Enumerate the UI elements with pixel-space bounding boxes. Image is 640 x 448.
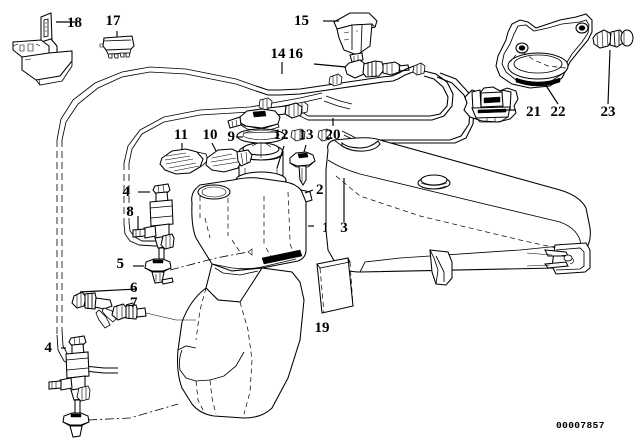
- leader-16: [313, 63, 347, 68]
- part-7-sensor-plug-connector: [111, 303, 147, 321]
- part-16-nozzle-check-valve: [344, 59, 426, 79]
- hose-coupling-a: [328, 73, 343, 87]
- callout-label-17: 17: [106, 13, 122, 29]
- leader-23: [607, 49, 611, 105]
- part-14-washer-hose-line: [56, 65, 475, 374]
- leader-6: [79, 288, 138, 293]
- part-22-nozzle-mounting-plate: [495, 13, 593, 89]
- callout-label-14: 14: [271, 46, 287, 62]
- callout-label-4-upper: 4: [123, 184, 131, 200]
- leader-22: [544, 83, 559, 105]
- callout-label-9: 9: [228, 129, 236, 145]
- callout-label-16: 16: [288, 46, 304, 62]
- callout-label-3: 3: [340, 220, 348, 236]
- callout-label-4-lower: 4: [45, 340, 53, 356]
- leader-7: [125, 302, 134, 306]
- part-15-washer-nozzle: [333, 12, 378, 63]
- callout-label-20: 20: [326, 127, 341, 143]
- leader-13: [303, 144, 307, 153]
- callout-label-15: 15: [294, 13, 309, 29]
- part-23-expanding-rivet: [592, 29, 634, 49]
- callout-label-5: 5: [117, 256, 125, 272]
- callout-label-11: 11: [174, 127, 188, 143]
- leader-2: [304, 189, 314, 194]
- leader-12: [276, 145, 285, 169]
- callout-label-18: 18: [67, 15, 82, 31]
- part-5-pump-grommet-seal: [144, 258, 174, 285]
- part-9-filler-neck-seal: [227, 108, 286, 144]
- part-3-reservoir-cover-panel: [325, 137, 591, 286]
- part-19-insulation-pad: [316, 257, 354, 314]
- part-10-filler-cap-flap: [205, 148, 253, 173]
- callout-label-13: 13: [299, 127, 314, 143]
- part-11-filler-cap-gasket: [159, 148, 209, 175]
- part-21-nozzle-retaining-clip: [463, 86, 519, 123]
- leader-10: [211, 142, 217, 152]
- callout-label-8: 8: [126, 204, 134, 220]
- callout-label-10: 10: [203, 127, 218, 143]
- part-18-mounting-bracket: [12, 12, 73, 86]
- callout-label-6: 6: [130, 280, 138, 296]
- leader-5-to-tank: [169, 248, 253, 271]
- callout-label-22: 22: [551, 104, 566, 120]
- hose-coupling-d: [290, 128, 306, 142]
- leader-7-to-tank: [145, 312, 196, 321]
- callout-label-21: 21: [526, 104, 541, 120]
- callout-label-19: 19: [315, 320, 330, 336]
- part-13-retaining-plug: [289, 151, 316, 187]
- part-1-washer-fluid-reservoir: [176, 177, 313, 419]
- diagram-watermark: 00007857: [556, 420, 605, 431]
- hose-coupling-e: [317, 128, 332, 142]
- callout-label-12: 12: [274, 127, 289, 143]
- part-4-washer-pump-lower: [48, 335, 91, 438]
- callout-label-7: 7: [130, 295, 138, 311]
- part-4-washer-pump-upper: [132, 183, 174, 267]
- part-17-hose-bracket-clip: [99, 35, 135, 59]
- callout-label-2: 2: [316, 182, 324, 198]
- leader-4-lower-to-tank: [87, 403, 179, 421]
- part-8-hose-clip: [160, 233, 175, 250]
- callout-label-23: 23: [601, 104, 616, 120]
- part-6-fluid-level-sensor: [71, 291, 118, 329]
